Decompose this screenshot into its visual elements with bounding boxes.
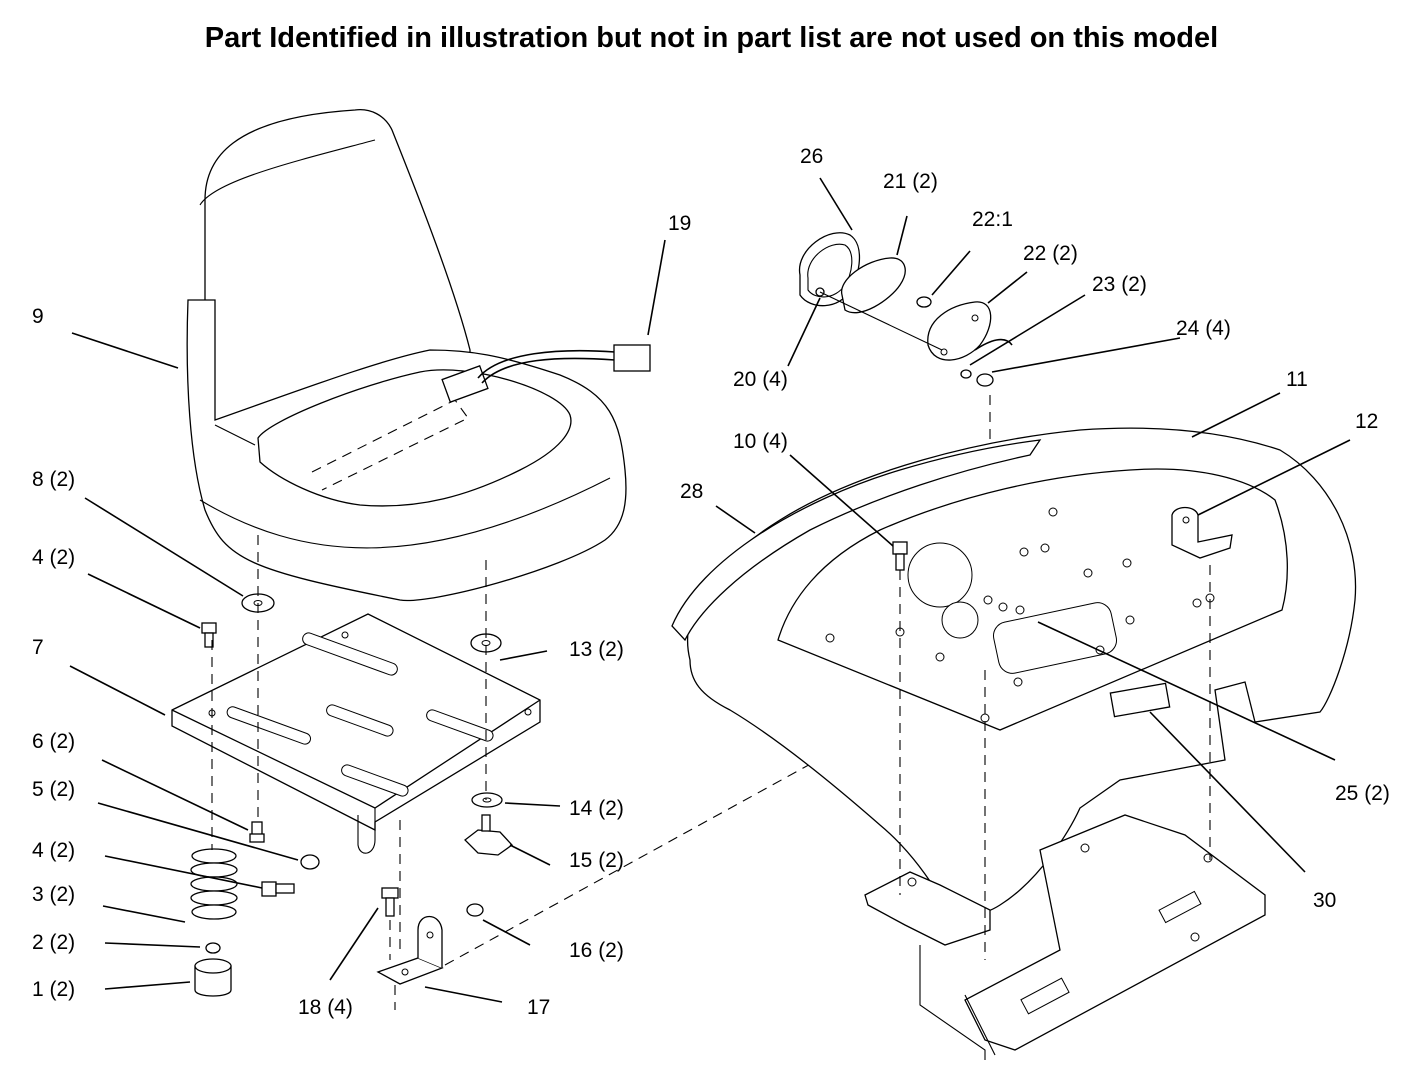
light-assembly — [798, 232, 1013, 387]
seat-assembly — [186, 109, 651, 602]
callout-12: 12 — [1355, 410, 1378, 433]
callout-24: 24 (4) — [1176, 317, 1231, 340]
seat-hardware — [190, 593, 513, 997]
callout-9: 9 — [32, 305, 44, 328]
spring — [190, 848, 238, 920]
callout-4-top: 4 (2) — [32, 546, 75, 569]
callout-17: 17 — [527, 996, 550, 1019]
callout-23: 23 (2) — [1092, 273, 1147, 296]
seat-mounting-plate — [171, 613, 541, 854]
callout-21: 21 (2) — [883, 170, 938, 193]
callout-18: 18 (4) — [298, 996, 353, 1019]
callout-3: 3 (2) — [32, 883, 75, 906]
callout-7: 7 — [32, 636, 44, 659]
callout-15: 15 (2) — [569, 849, 624, 872]
callout-4-bottom: 4 (2) — [32, 839, 75, 862]
callout-22-1: 22:1 — [972, 208, 1013, 231]
callout-1: 1 (2) — [32, 978, 75, 1001]
callout-22: 22 (2) — [1023, 242, 1078, 265]
callout-6: 6 (2) — [32, 730, 75, 753]
callout-25: 25 (2) — [1335, 782, 1390, 805]
callout-16: 16 (2) — [569, 939, 624, 962]
callout-2: 2 (2) — [32, 931, 75, 954]
callout-14: 14 (2) — [569, 797, 624, 820]
callout-13: 13 (2) — [569, 638, 624, 661]
callout-30: 30 — [1313, 889, 1336, 912]
callout-20: 20 (4) — [733, 368, 788, 391]
callout-10: 10 (4) — [733, 430, 788, 453]
callout-labels: 9 8 (2) 4 (2) 7 6 (2) 5 (2) 4 (2) 3 (2) … — [32, 145, 1390, 1019]
callout-8: 8 (2) — [32, 468, 75, 491]
leader-lines — [69, 177, 1351, 1003]
fender-assembly — [671, 427, 1357, 1060]
callout-28: 28 — [680, 480, 703, 503]
diagram-title: Part Identified in illustration but not … — [204, 22, 1219, 54]
callout-5: 5 (2) — [32, 778, 75, 801]
callout-19: 19 — [668, 212, 691, 235]
callout-26: 26 — [800, 145, 823, 168]
callout-11: 11 — [1286, 368, 1308, 391]
